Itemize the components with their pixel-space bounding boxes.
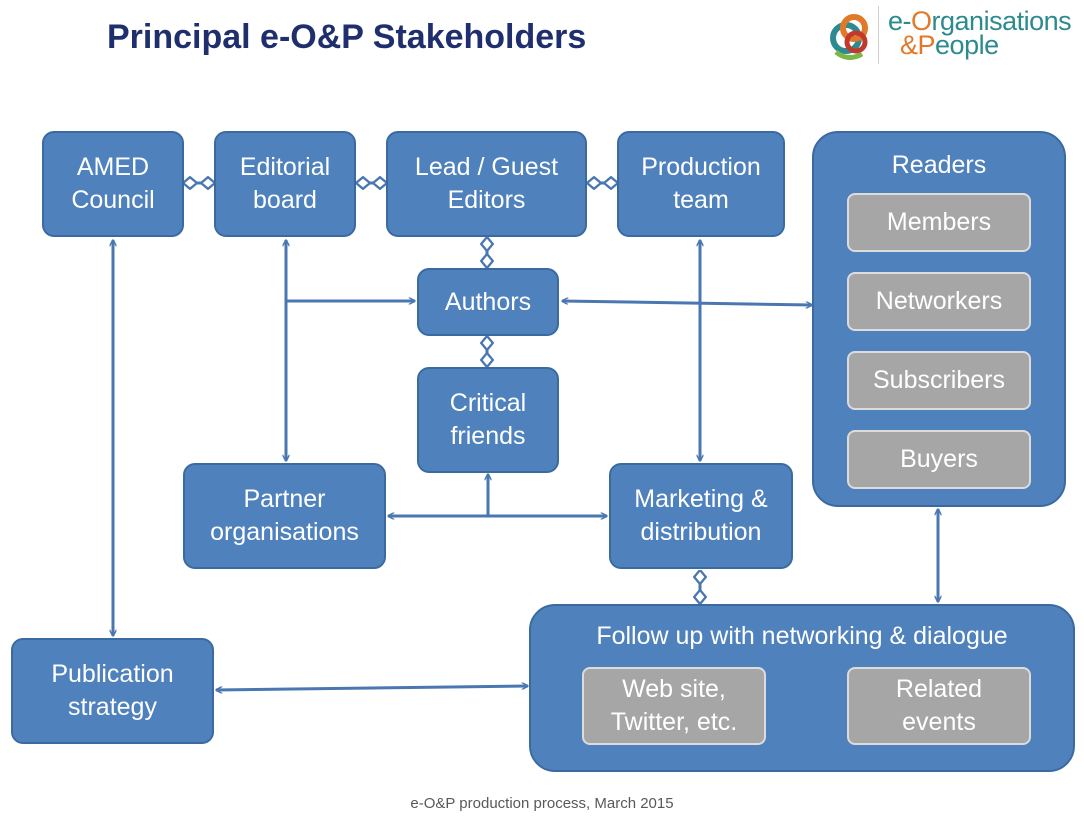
node-publication-strategy: Publication strategy: [11, 638, 214, 744]
node-production-team: Production team: [617, 131, 785, 237]
page-title: Principal e-O&P Stakeholders: [107, 18, 587, 56]
readers-title: Readers: [891, 151, 987, 179]
logo-wordmark-line1: e-Organisations: [888, 6, 1072, 36]
followup-item-related-events: Related events: [847, 667, 1031, 745]
reader-item-buyers: Buyers: [847, 430, 1031, 489]
logo-wordmark-line2: &People: [900, 30, 999, 60]
node-editorial-board: Editorial board: [214, 131, 356, 237]
reader-item-members: Members: [847, 193, 1031, 252]
reader-item-subscribers: Subscribers: [847, 351, 1031, 410]
node-partner-organisations: Partner organisations: [183, 463, 386, 569]
e-op-logo: e-Organisations &People: [822, 4, 1084, 66]
link-authors-readers: [562, 301, 812, 305]
followup-title: Follow up with networking & dialogue: [596, 622, 1008, 650]
node-marketing-distribution: Marketing & distribution: [609, 463, 793, 569]
followup-item-web-site: Web site, Twitter, etc.: [582, 667, 766, 745]
logo-divider: [878, 6, 879, 64]
node-critical-friends: Critical friends: [417, 367, 559, 473]
node-amed-council: AMED Council: [42, 131, 184, 237]
link-publication-followup: [216, 686, 528, 690]
node-authors: Authors: [417, 268, 559, 336]
reader-item-networkers: Networkers: [847, 272, 1031, 331]
logo-knot-icon: [830, 14, 868, 60]
footer-caption: e-O&P production process, March 2015: [410, 795, 674, 812]
node-lead-guest-editors: Lead / Guest Editors: [386, 131, 587, 237]
